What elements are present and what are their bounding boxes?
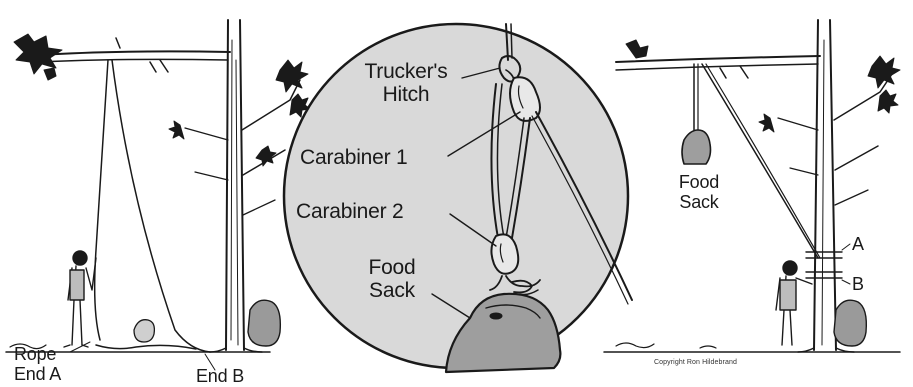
right-food-sack-label: Food Sack <box>664 172 734 212</box>
center-food-sack-label-line2: Sack <box>352 279 432 302</box>
carabiner-2 <box>491 234 518 273</box>
carabiner-2-label: Carabiner 2 <box>296 200 404 223</box>
right-food-sack-label-line2: Sack <box>664 192 734 212</box>
left-backpack <box>248 300 280 346</box>
copyright-text: Copyright Ron Hildebrand <box>654 359 737 366</box>
right-food-sack <box>682 130 711 164</box>
center-food-sack-label: Food Sack <box>352 256 432 302</box>
left-hiker <box>64 251 96 347</box>
truckers-hitch-label-line1: Trucker's <box>350 60 462 83</box>
right-food-sack-label-line1: Food <box>664 172 734 192</box>
left-scene <box>6 20 310 370</box>
rope-label: Rope <box>14 344 56 364</box>
truckers-hitch-label: Trucker's Hitch <box>350 60 462 106</box>
marker-b-label: B <box>852 274 864 294</box>
end-a-label: End A <box>14 364 61 384</box>
right-backpack <box>834 300 866 346</box>
right-branch <box>616 40 820 78</box>
left-rope-end-b <box>112 60 210 352</box>
end-b-label: End B <box>196 366 244 386</box>
left-food-sack <box>134 320 154 342</box>
marker-a-label: A <box>852 234 864 254</box>
carabiner-1-label: Carabiner 1 <box>300 146 408 169</box>
left-rope-end-a <box>95 60 108 340</box>
right-scene <box>604 20 900 352</box>
center-food-sack-label-line1: Food <box>352 256 432 279</box>
truckers-hitch-label-line2: Hitch <box>350 83 462 106</box>
right-hiker <box>776 261 812 345</box>
left-branch <box>14 34 230 80</box>
